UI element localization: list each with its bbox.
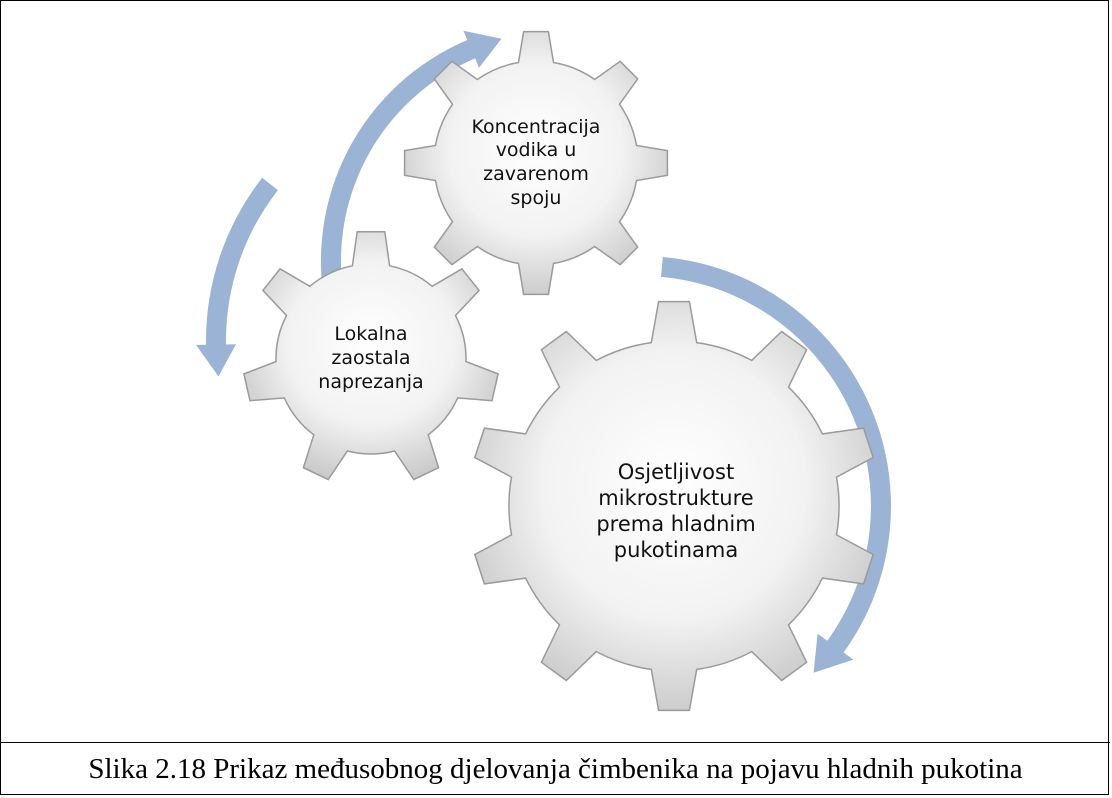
gear-top-line-4: spoju: [510, 186, 562, 209]
cycle-diagram: [196, 30, 891, 712]
gear-right-label: Osjetljivost mikrostrukture prema hladni…: [561, 441, 791, 581]
gear-top-line-3: zavarenom: [483, 163, 589, 185]
gear-right-line-3: prema hladnim: [596, 512, 756, 536]
gear-right-line-2: mikrostrukture: [598, 485, 754, 510]
diagram-area: Koncentracija vodika u zavarenom spoju L…: [1, 1, 1110, 743]
gear-right-line-1: Osjetljivost: [617, 459, 735, 484]
figure-caption: Slika 2.18 Prikaz međusobnog djelovanja …: [88, 753, 1023, 785]
gear-right-line-4: pukotinama: [613, 538, 739, 563]
gear-left-line-2: zaostala: [331, 347, 411, 370]
gear-right: [473, 300, 875, 712]
gear-left-line-1: Lokalna: [334, 323, 408, 346]
gear-left-label: Lokalna zaostala naprezanja: [296, 309, 446, 409]
gear-top-label: Koncentracija vodika u zavarenom spoju: [441, 103, 631, 223]
gear-top-line-2: vodika u: [495, 139, 577, 162]
gear-top: [403, 30, 669, 296]
cycle-arrow-left: [196, 177, 278, 377]
cycle-arrow-right: [661, 257, 891, 673]
gear-left-line-3: naprezanja: [318, 370, 424, 393]
gear-top-line-1: Koncentracija: [471, 115, 601, 138]
gear-left: [243, 230, 499, 481]
